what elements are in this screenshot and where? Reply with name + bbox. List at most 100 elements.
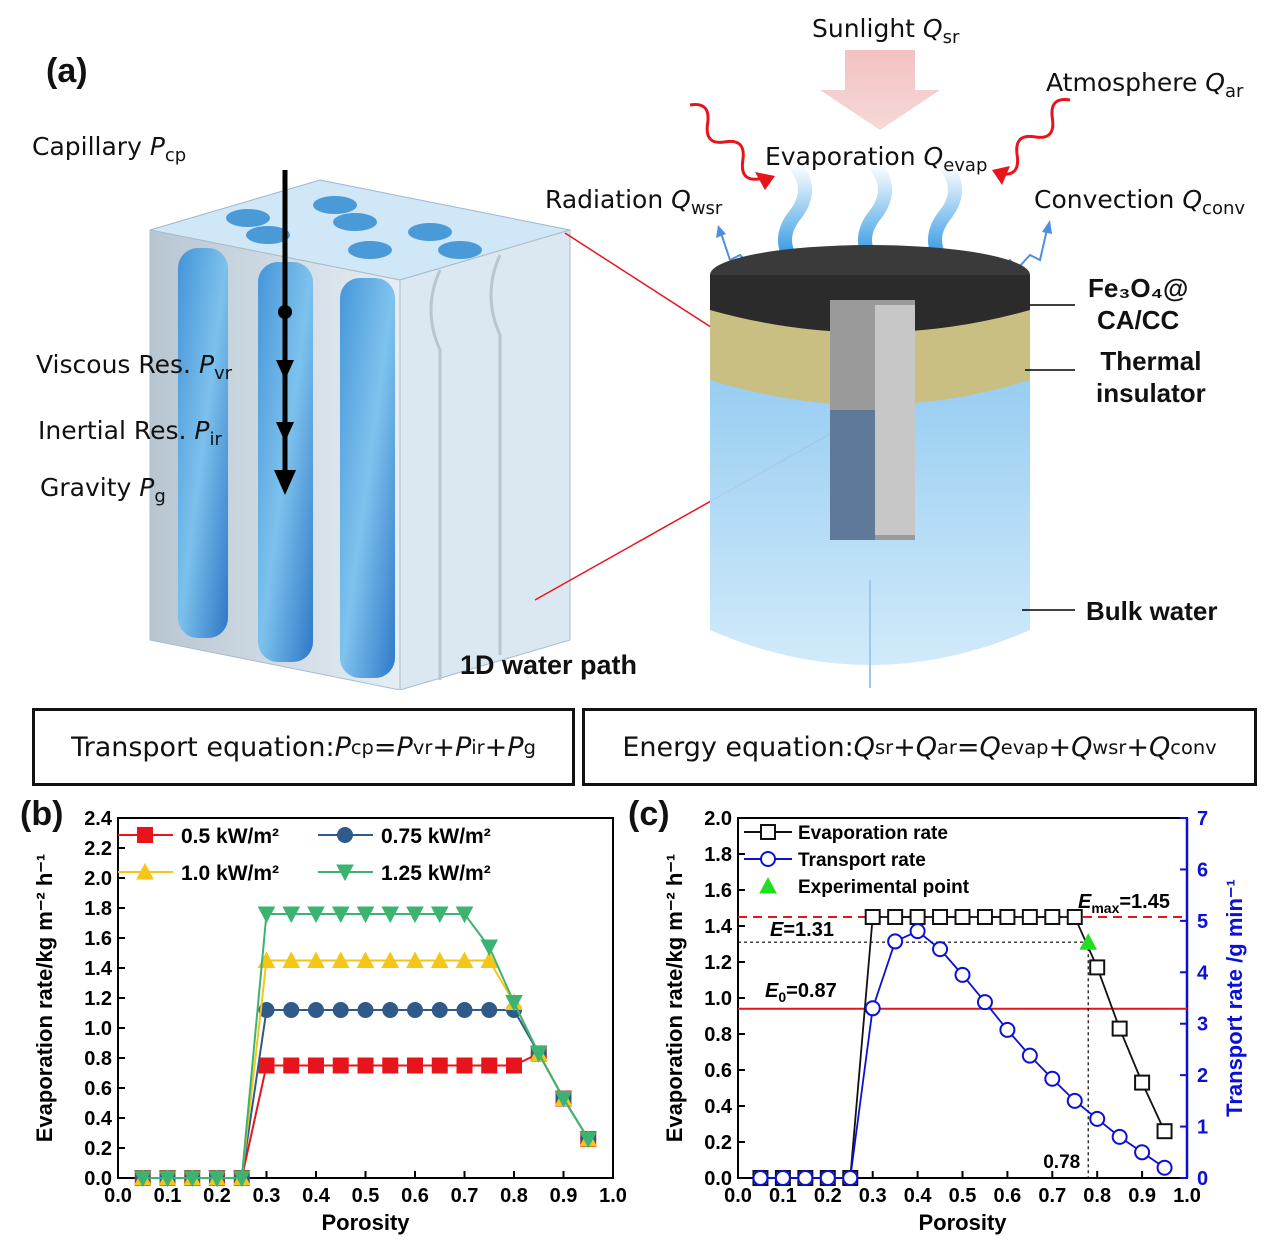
legend-marker	[337, 827, 353, 843]
x-tick-label: 0.0	[104, 1185, 132, 1207]
data-point	[357, 1002, 374, 1018]
legend-label: Evaporation rate	[798, 823, 948, 844]
y-tick-label: 0.6	[704, 1060, 732, 1082]
convection-subscript: conv	[1202, 198, 1246, 219]
data-point	[456, 1057, 473, 1074]
evaporation-line	[760, 916, 1166, 1179]
data-point	[579, 1131, 598, 1149]
data-point	[282, 951, 301, 968]
data-point	[308, 1057, 324, 1074]
y2-tick-label: 7	[1197, 808, 1208, 830]
y-tick-label: 1.8	[704, 844, 732, 866]
evaporation-point	[954, 909, 971, 925]
y-tick-label: 0.8	[704, 1024, 732, 1046]
y-tick-label: 0.2	[84, 1138, 112, 1160]
legend-marker	[760, 851, 776, 867]
x-tick-label: 0.8	[500, 1185, 528, 1207]
data-point	[331, 951, 350, 968]
transport-point	[1021, 1047, 1038, 1064]
y-tick-label: 0.8	[84, 1048, 112, 1070]
x-tick-label: 0.3	[859, 1185, 887, 1207]
transport-point	[999, 1021, 1016, 1038]
x-tick-label: 0.0	[724, 1185, 752, 1207]
transport-point	[954, 966, 971, 983]
evaporation-point	[1134, 1074, 1151, 1091]
atmosphere-symbol: Q	[1205, 68, 1225, 97]
insulator-layer-label: Thermal insulator	[1096, 345, 1206, 409]
data-point	[382, 1002, 399, 1018]
data-point	[332, 1057, 349, 1074]
legend-label: 0.75 kW/m²	[381, 825, 491, 848]
inertial-resistance-text: Inertial Res.	[38, 416, 195, 445]
y-tick-label: 2.0	[84, 868, 112, 890]
sunlight-symbol: Q	[922, 14, 943, 43]
sunlight-subscript: sr	[942, 27, 960, 48]
y2-tick-label: 0	[1197, 1168, 1208, 1190]
x-axis-label: Porosity	[321, 1210, 410, 1235]
x-tick-label: 1.0	[599, 1185, 627, 1207]
y2-axis-label: Transport rate /g min⁻¹	[1222, 879, 1247, 1117]
evaporation-point	[1089, 959, 1106, 976]
y-tick-label: 0.0	[704, 1168, 732, 1190]
e0-annotation: E0=0.87	[765, 980, 837, 1005]
data-point	[407, 1002, 423, 1018]
x-tick-label: 0.5	[949, 1185, 977, 1207]
data-point	[430, 906, 449, 924]
transport-point	[1156, 1159, 1173, 1176]
gravity-label: Gravity Pg	[40, 473, 166, 507]
x-tick-label: 0.6	[993, 1185, 1021, 1207]
gravity-subscript: g	[154, 486, 166, 507]
x-tick-label: 0.9	[1128, 1185, 1156, 1207]
data-point	[208, 1170, 226, 1188]
y-tick-label: 0.4	[84, 1108, 113, 1130]
data-point	[258, 1002, 275, 1018]
data-point	[356, 951, 375, 968]
viscous-resistance-subscript: vr	[214, 363, 233, 384]
legend-label: 1.0 kW/m²	[181, 862, 279, 885]
y-axis-label: Evaporation rate/kg m⁻² h⁻¹	[662, 854, 687, 1143]
atmosphere-label: Atmosphere Qar	[1046, 68, 1243, 102]
evaporation-point	[1111, 1020, 1128, 1037]
evaporator-illustration	[689, 50, 1075, 688]
viscous-resistance-symbol: P	[198, 350, 215, 379]
y-tick-label: 1.6	[84, 928, 112, 950]
transport-point	[932, 941, 949, 958]
transport-point	[976, 994, 993, 1011]
data-point	[183, 1170, 202, 1188]
y-tick-label: 1.0	[704, 988, 732, 1010]
atmosphere-subscript: ar	[1224, 81, 1244, 102]
y-tick-label: 0.6	[84, 1078, 112, 1100]
data-point	[431, 1002, 448, 1018]
x-axis-label: Porosity	[918, 1210, 1007, 1235]
y-tick-label: 1.4	[84, 958, 113, 980]
transport-point	[1134, 1144, 1151, 1161]
inertial-resistance-subscript: ir	[209, 429, 222, 450]
capillary-pressure-text: Capillary	[32, 132, 150, 161]
data-point	[308, 1002, 324, 1018]
data-point	[357, 1057, 374, 1074]
y-tick-label: 1.0	[84, 1018, 112, 1040]
data-point	[431, 1057, 448, 1074]
radiation-symbol: Q	[671, 185, 691, 214]
transport-point	[1111, 1128, 1128, 1145]
x-tick-label: 0.9	[550, 1185, 578, 1207]
x-tick-label: 0.2	[814, 1185, 842, 1207]
panel-a-letter: (a)	[46, 52, 88, 90]
data-point	[356, 906, 375, 924]
y-tick-label: 1.4	[704, 916, 733, 938]
y-tick-label: 2.0	[704, 808, 732, 830]
y-tick-label: 1.6	[704, 880, 732, 902]
water-path-block-illustration	[149, 170, 571, 690]
transport-point	[842, 1170, 859, 1186]
evaporation-symbol: Q	[923, 142, 944, 171]
legend-marker	[336, 864, 354, 882]
data-point	[481, 1057, 498, 1074]
data-point	[481, 1002, 498, 1018]
evaporation-point	[1066, 909, 1083, 925]
capillary-pressure-label: Capillary Pcp	[32, 132, 186, 166]
x-tick-label: 0.4	[904, 1185, 933, 1207]
transport-point	[1089, 1110, 1106, 1127]
evaporation-point	[1156, 1123, 1173, 1140]
experimental-point	[1079, 933, 1098, 950]
